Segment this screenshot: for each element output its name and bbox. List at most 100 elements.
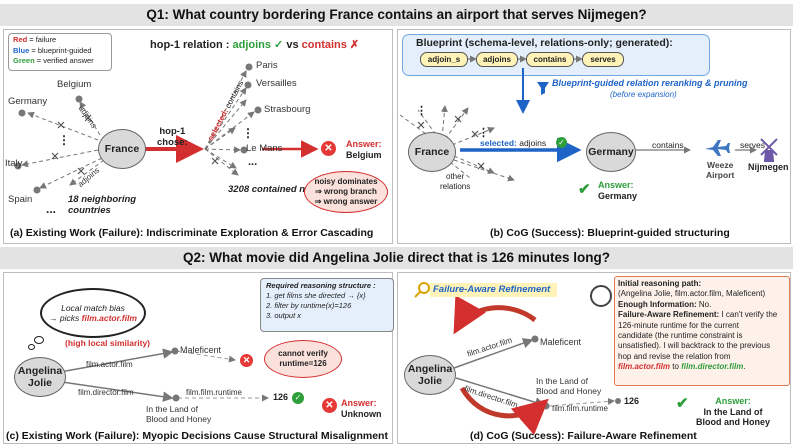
value-126-c: 126 bbox=[273, 392, 289, 402]
caption-d: (d) CoG (Success): Failure-Aware Refinem… bbox=[470, 430, 697, 442]
neighbors-count-line1: 18 neighboring bbox=[68, 194, 137, 205]
req-title: Required reasoning structure : bbox=[266, 281, 376, 290]
cannot-verify-bubble: cannot verify runtime=126 bbox=[264, 340, 342, 378]
far-to-word: to bbox=[670, 362, 682, 372]
relation-wrong: contains ✗ bbox=[301, 39, 360, 51]
far-to: film.director.film bbox=[681, 362, 744, 372]
actor-film-c: film.actor.film bbox=[86, 360, 133, 369]
answer-value-a: Belgium bbox=[346, 150, 382, 160]
check-icon-answer-b: ✔ bbox=[578, 181, 591, 198]
ellipsis-h-a: ... bbox=[46, 202, 57, 216]
cannot-line2: runtime=126 bbox=[279, 359, 327, 368]
answer-b: Answer: Germany bbox=[598, 180, 637, 202]
value-126-d: 126 bbox=[624, 396, 640, 406]
answer-value-d2: Blood and Honey bbox=[696, 417, 770, 427]
req-step-2: 2. filter by runtime(x)=126 bbox=[266, 301, 352, 310]
node-weeze-airport: Weeze Airport bbox=[706, 160, 734, 180]
far-line-3: candidate (the runtime constraint is bbox=[618, 331, 743, 341]
chain-pill-3: contains bbox=[526, 52, 574, 67]
answer-a: Answer: Belgium bbox=[346, 139, 382, 161]
answer-label-c: Answer: bbox=[341, 398, 377, 408]
chain-pill-1: adjoin_s bbox=[420, 52, 468, 67]
other-rel-line1: other bbox=[446, 172, 465, 181]
panel-b bbox=[397, 29, 791, 244]
enough-label: Enough Information: bbox=[618, 299, 697, 309]
bias-thought-bubble: Local match bias → picks film.actor.film bbox=[40, 288, 146, 338]
reasoning-info-box: Initial reasoning path: (Angelina Jolie,… bbox=[614, 276, 790, 386]
jolie-c-line1: Angelina bbox=[17, 365, 63, 377]
runtime-c: film.film.runtime bbox=[186, 388, 243, 397]
check-icon-c: ✓ bbox=[292, 392, 304, 404]
airport-line2: Airport bbox=[706, 170, 735, 180]
airport-line1: Weeze bbox=[707, 160, 734, 170]
director-film-c: film.director.film bbox=[78, 388, 134, 397]
noise-line2: ⇒ wrong branch bbox=[315, 187, 377, 196]
hop-chose-line1: hop-1 bbox=[159, 126, 186, 137]
relation-prefix: hop-1 relation : bbox=[150, 39, 233, 51]
ellipsis-b-top: ⋮ bbox=[416, 105, 427, 117]
node-versailles: Versailles bbox=[256, 78, 297, 89]
q1-banner: Q1: What country bordering France contai… bbox=[0, 4, 793, 26]
node-france-b: France bbox=[408, 132, 456, 172]
answer-d: Answer: In the Land of Blood and Honey bbox=[696, 396, 770, 428]
node-germany-a: Germany bbox=[8, 96, 48, 107]
required-structure-box: Required reasoning structure : 1. get fi… bbox=[260, 278, 394, 332]
land-d-line2: Blood and Honey bbox=[536, 386, 602, 396]
funnel-icon bbox=[537, 82, 549, 95]
jolie-c-line2: Jolie bbox=[28, 377, 52, 389]
panel-c bbox=[3, 272, 393, 444]
enough-value: No. bbox=[696, 299, 712, 309]
bubble-line1: Local match bias bbox=[61, 302, 125, 313]
land-c-line2: Blood and Honey bbox=[146, 414, 212, 424]
relation-correct: adjoins ✓ bbox=[232, 39, 284, 51]
fail-icon-answer-c: ✕ bbox=[322, 398, 337, 413]
answer-value-d1: In the Land of bbox=[703, 406, 763, 417]
caption-c: (c) Existing Work (Failure): Myopic Deci… bbox=[6, 430, 388, 442]
chain-pill-2: adjoins bbox=[476, 52, 518, 67]
caption-b: (b) CoG (Success): Blueprint-guided stru… bbox=[490, 227, 730, 239]
panel-d bbox=[397, 272, 791, 444]
noise-line3: ⇒ wrong answer bbox=[314, 197, 378, 206]
color-legend: Red = failure Blue = blueprint-guided Gr… bbox=[8, 33, 112, 71]
path-title: Initial reasoning path: bbox=[618, 279, 702, 288]
openai-logo-icon bbox=[590, 285, 612, 307]
high-similarity-label: (high local similarity) bbox=[65, 338, 151, 348]
node-germany-b: Germany bbox=[586, 132, 636, 172]
caption-a: (a) Existing Work (Failure): Indiscrimin… bbox=[10, 227, 374, 239]
node-land-blood-d: In the Land of Blood and Honey bbox=[536, 376, 601, 396]
far-from: film.actor.film bbox=[618, 362, 671, 372]
node-strasbourg: Strasbourg bbox=[264, 104, 311, 115]
answer-label-b: Answer: bbox=[598, 180, 634, 190]
answer-c: Answer: Unknown bbox=[341, 398, 382, 420]
airplane-icon bbox=[705, 140, 730, 156]
far-line-1: I can't verify the bbox=[719, 310, 778, 320]
bubble-dot-2 bbox=[28, 344, 35, 350]
selected-prefix-b: selected: bbox=[480, 138, 517, 148]
neighbors-count: 18 neighboring countries bbox=[68, 194, 136, 216]
legend-green: Green = verified answer bbox=[13, 56, 94, 65]
noise-line1: noisy dominates bbox=[314, 177, 378, 186]
ellipsis-contained-h: ... bbox=[248, 156, 258, 168]
hop1-relation-line: hop-1 relation : adjoins ✓ vs contains ✗ bbox=[150, 38, 359, 51]
selected-adjoins-label: selected: adjoins bbox=[480, 138, 546, 148]
req-step-1: 1. get films she directed → {x} bbox=[266, 291, 366, 300]
hop-chose-line2: chose: bbox=[157, 137, 188, 148]
node-belgium-a: Belgium bbox=[57, 79, 92, 90]
other-rel-line2: relations bbox=[440, 181, 471, 191]
refine-title: Failure-Aware Refinement bbox=[430, 283, 557, 297]
bubble-line3: film.actor.film bbox=[81, 313, 137, 323]
fail-icon-c: ✕ bbox=[240, 354, 253, 367]
node-france-a: France bbox=[98, 129, 146, 169]
node-nijmegen: Nijmegen bbox=[748, 162, 789, 172]
node-maleficent-d: Maleficent bbox=[540, 337, 582, 347]
check-icon-b: ✓ bbox=[556, 137, 567, 148]
serves-label-b: serves bbox=[740, 140, 766, 150]
node-italy-a: Italy bbox=[5, 158, 23, 169]
legend-blue: Blue = blueprint-guided bbox=[13, 45, 92, 55]
chain-pill-4: serves bbox=[582, 52, 624, 67]
ellipsis-a: ⋮ bbox=[58, 133, 70, 147]
